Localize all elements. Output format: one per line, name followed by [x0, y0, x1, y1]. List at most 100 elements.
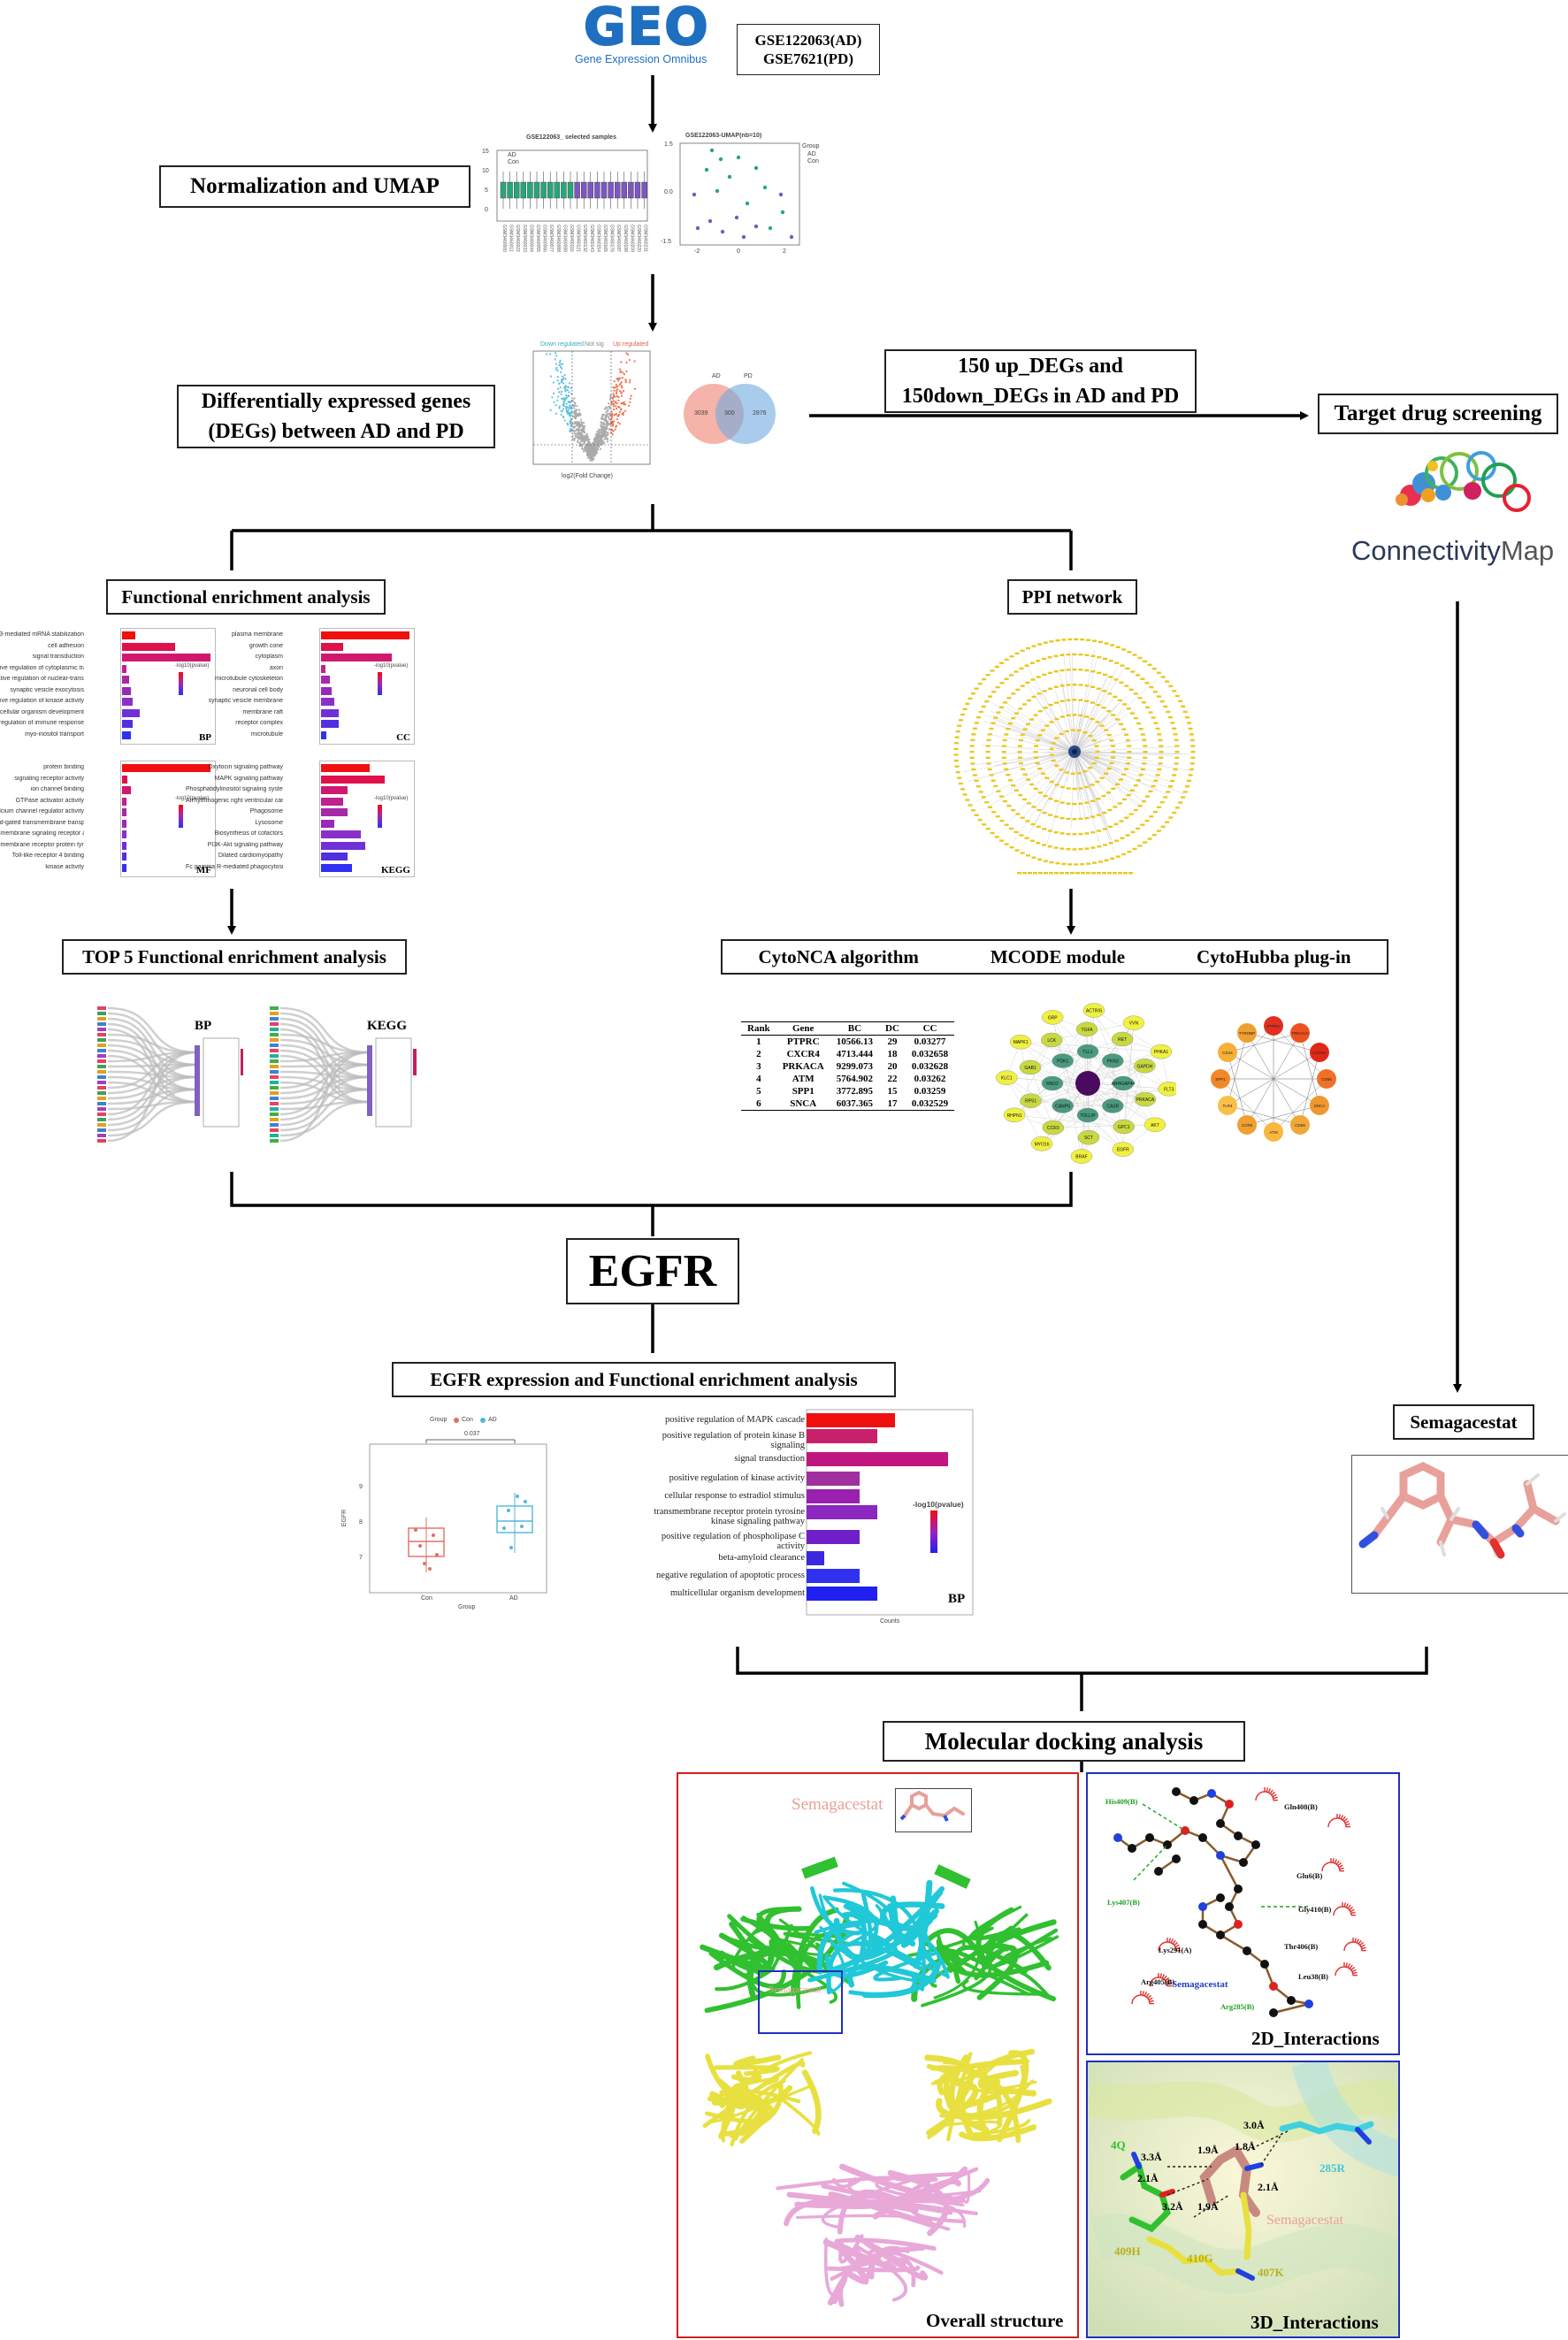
svg-text:FLT3: FLT3: [1164, 1087, 1174, 1092]
enrichment-term-label: CD3-mediated mRNA stabilization: [0, 631, 84, 638]
rank-table-cell: 3772.895: [836, 1086, 873, 1097]
geo-logo: GEO Gene Expression Omnibus: [575, 0, 730, 69]
enrichment-bar: [122, 841, 126, 850]
enrichment-bar: [321, 654, 392, 661]
volcano-legend-ns: Not sig: [585, 341, 604, 348]
rank-table-cell: CXCR4: [786, 1049, 820, 1059]
enrichment-bar: [122, 686, 131, 695]
enrichment-term-label: positive regulation of cytoplasmic trans…: [0, 664, 84, 671]
rank-table-cell: 20: [887, 1061, 898, 1072]
enrichment-bar: [321, 797, 343, 806]
rank-table-cell: ATM: [792, 1074, 815, 1084]
egfr-bp-term: positive regulation of MAPK cascade: [664, 1415, 805, 1425]
rank-table-cell: 9299.073: [836, 1061, 873, 1072]
enrichment-legend: -log10(pvalue): [175, 796, 210, 801]
enrichment-term-label: Arrhythmogenic right ventricular cardiom…: [186, 797, 283, 804]
svg-text:GSM3460187: GSM3460187: [616, 225, 621, 252]
enrichment-bar: [321, 764, 370, 772]
egfr-bp-chart: positive regulation of MAPK cascade posit…: [637, 1406, 977, 1632]
enrichment-term-label: microtubule cytoskeleton: [214, 676, 283, 682]
svg-text:GSM3460176: GSM3460176: [609, 225, 615, 252]
cmap-logo-text: ConnectivityMap: [1351, 535, 1554, 567]
ppi-box: PPI network: [1007, 579, 1137, 615]
enrichment-bar: [122, 786, 131, 794]
svg-text:CD86: CD86: [1321, 1077, 1332, 1082]
svg-text:GRP: GRP: [1048, 1015, 1059, 1021]
rank-table-cell: 3: [756, 1061, 761, 1072]
enrichment-colorbar: [179, 805, 183, 828]
egfr-bp-term: cellular response to estradiol stimulus: [664, 1491, 805, 1501]
boxplot-ytick-10: 10: [482, 168, 489, 174]
rank-table-cell: 0.032658: [911, 1049, 949, 1059]
egfr-xlabel: Group: [458, 1604, 476, 1610]
umap-ytick-mid: 0.0: [664, 189, 673, 195]
egfr-bp-bar: [807, 1429, 877, 1443]
enrichment-term-label: synaptic vesicle exocytosis: [10, 686, 84, 693]
rank-table-cell: 5764.902: [836, 1074, 873, 1084]
rank-table-header: BC: [830, 1021, 879, 1036]
rank-table-cell: 0.032529: [905, 1097, 955, 1111]
enrichment-term-label: ligand-gated transmembrane transporter a…: [0, 819, 84, 826]
interactions-2d-panel: His409(B)Gln408(B)Glu6(B)Lys407(B)Gly410…: [1086, 1772, 1400, 2055]
enrichment-term-label: transmembrane receptor protein tyrosine …: [0, 841, 84, 848]
svg-text:GSM3460055: GSM3460055: [535, 225, 540, 252]
enrichment-legend: -log10(pvalue): [374, 796, 409, 801]
deg-counts-line2: 150down_DEGs in AD and PD: [901, 385, 1180, 408]
svg-text:ACTRIS: ACTRIS: [1086, 1008, 1103, 1013]
enrichment-term-label: plasma membrane: [232, 631, 283, 638]
svg-text:VVN: VVN: [1129, 1021, 1139, 1027]
egfr-pvalue: 0.037: [464, 1431, 480, 1437]
svg-text:RET: RET: [1118, 1037, 1127, 1043]
degs-box: Differentially expressed genes (DEGs) be…: [177, 385, 495, 448]
residue-2d-label: Gly410(B): [1298, 1905, 1332, 1914]
svg-text:GSM3460033: GSM3460033: [522, 225, 527, 252]
enrichment-bar: [122, 642, 175, 651]
enrichment-bar: [122, 764, 210, 772]
binding-site-label: Semagacestat: [769, 1984, 822, 1995]
rank-table-cell: 0.03277: [914, 1036, 946, 1047]
enrichment-bar: [321, 698, 334, 706]
enrichment-tag: BP: [198, 732, 211, 743]
dist-label-5: 1.8Å: [1235, 2140, 1256, 2153]
cmap-text-connectivity: Connectivity: [1351, 535, 1501, 566]
res3d-4q: 4Q: [1111, 2138, 1126, 2152]
rank-table-header: Rank: [741, 1021, 776, 1036]
algorithms-box: CytoNCA algorithm MCODE module CytoHubba…: [721, 939, 1388, 975]
enrichment-term-label: regulation of immune response: [0, 720, 84, 726]
normalization-box: Normalization and UMAP: [159, 165, 470, 208]
enrichment-bar: [122, 863, 126, 872]
enrichment-bar: [122, 664, 126, 673]
degs-line1: Differentially expressed genes: [201, 390, 471, 413]
svg-text:LCK: LCK: [1047, 1038, 1056, 1044]
enrichment-bar: [122, 775, 127, 784]
docking-label: Molecular docking analysis: [924, 1727, 1204, 1755]
enrichment-bar: [321, 863, 352, 872]
enrichment-legend: -log10(pvalue): [374, 663, 409, 669]
egfr-bp-term: positive regulation of kinase activity: [669, 1473, 805, 1483]
svg-text:KLC1: KLC1: [1001, 1076, 1013, 1082]
enrichment-bar: [321, 730, 326, 739]
svg-text:ARHGAP44: ARHGAP44: [1112, 1082, 1136, 1087]
svg-text:GSM3460121: GSM3460121: [576, 225, 581, 252]
enrichment-bar: [321, 808, 348, 816]
enrichment-term-label: GTPase activator activity: [15, 797, 84, 804]
dist-label-3: 2.1Å: [1137, 2172, 1159, 2184]
sankey-kegg-tag: KEGG: [367, 1019, 408, 1033]
svg-text:PKN3: PKN3: [1107, 1059, 1119, 1065]
rank-table-cell: 4713.444: [836, 1049, 873, 1059]
rank-table-cell: 6: [741, 1097, 776, 1111]
top5-label: TOP 5 Functional enrichment analysis: [82, 945, 386, 967]
venn-diagram: AD PD 3039 300 2876: [677, 371, 783, 451]
enrichment-bar: [122, 720, 133, 728]
dist-label-8: 1.9Å: [1197, 2200, 1219, 2213]
line-merge-docking: [736, 1647, 1428, 1675]
svg-text:TGFA: TGFA: [1082, 1028, 1094, 1033]
interactions-3d-panel: 3.0Å 3.3Å 2.1Å 1.9Å 1.8Å 2.1Å 3.2Å 1.9Å …: [1086, 2061, 1400, 2338]
